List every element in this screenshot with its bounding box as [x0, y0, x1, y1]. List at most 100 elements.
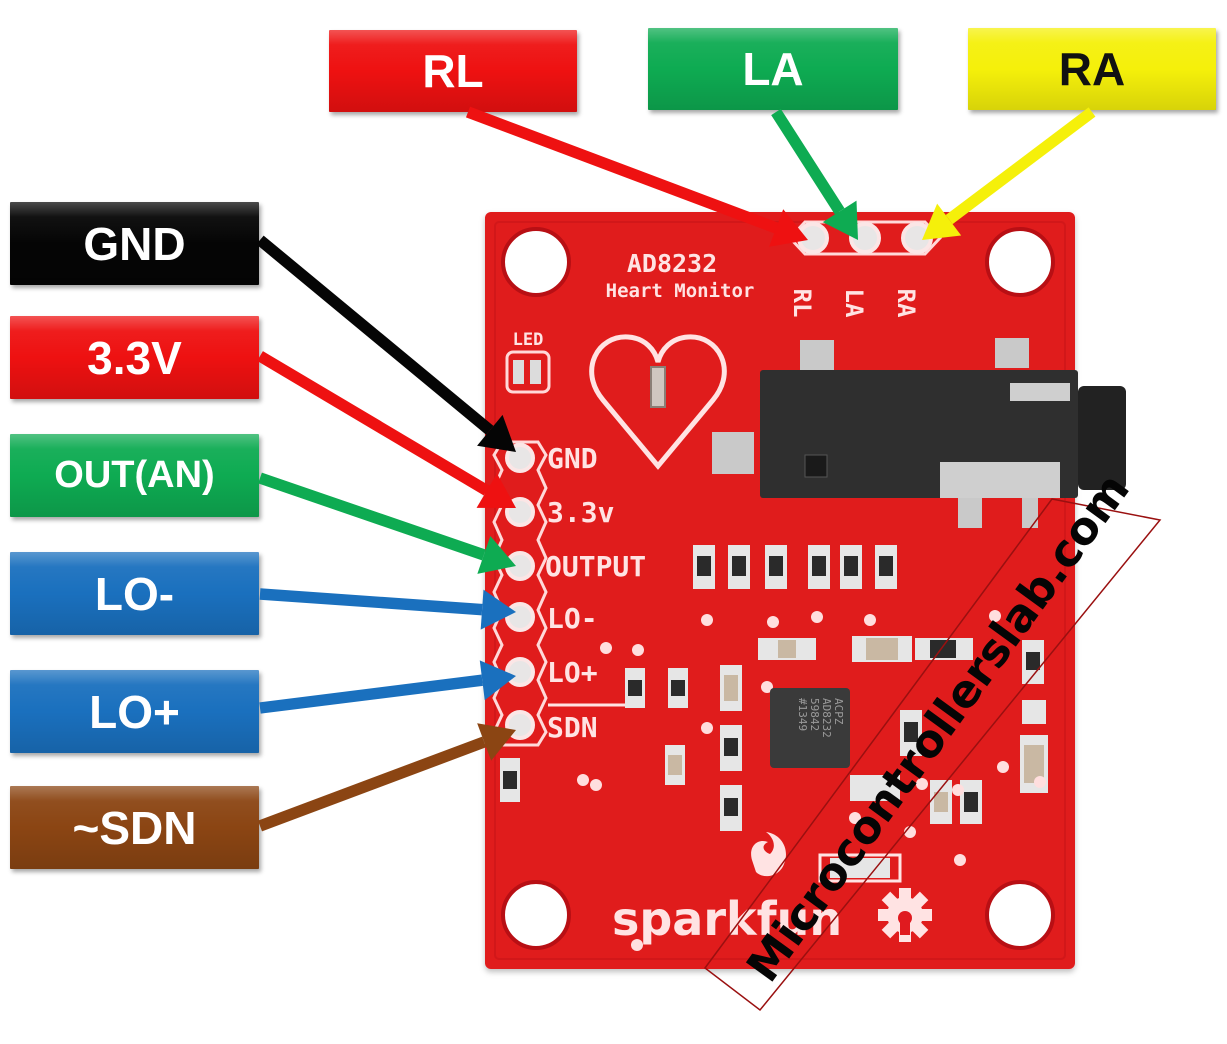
- label-lo-plus-text: LO+: [89, 685, 180, 738]
- arrow-lo-minus-head: [480, 589, 516, 630]
- arrow-ra: [922, 107, 1096, 240]
- arrow-rl-shaft: [465, 106, 779, 234]
- label-rl-text: RL: [422, 45, 484, 97]
- via: [590, 779, 602, 791]
- via: [811, 611, 823, 623]
- led-pad-left: [513, 360, 524, 384]
- mounting-hole-bottom-left: [501, 880, 571, 950]
- label-rl: RL: [329, 30, 577, 112]
- label-gnd: GND: [10, 202, 259, 285]
- mounting-hole-top-left: [501, 227, 571, 297]
- label-lo-minus: LO-: [10, 552, 259, 635]
- via: [954, 854, 966, 866]
- label-gnd-text: GND: [83, 217, 186, 270]
- resistor-body: [697, 556, 711, 576]
- pin-label-gnd: GND: [547, 442, 598, 475]
- via: [761, 681, 773, 693]
- label-lo-minus-text: LO-: [94, 567, 175, 620]
- pin-la: [849, 222, 881, 254]
- heart-outline-icon: [589, 334, 727, 470]
- board-subtitle: Heart Monitor: [606, 280, 755, 302]
- mounting-hole-bottom-right: [985, 880, 1055, 950]
- arrow-3v3-shaft: [257, 351, 490, 496]
- open-hardware-gear-icon: [878, 888, 932, 942]
- arrow-sdn-head: [477, 723, 516, 761]
- via: [952, 784, 964, 796]
- label-la-text: LA: [742, 43, 804, 95]
- via: [701, 614, 713, 626]
- arrow-la: [771, 108, 858, 240]
- label-lo-plus: LO+: [10, 670, 259, 753]
- arrow-gnd-head: [477, 414, 516, 452]
- resistor-body: [812, 556, 826, 576]
- pin-label-ra: RA: [892, 289, 920, 318]
- chip-line-2: AD8232: [820, 698, 833, 738]
- pin-label-3v3: 3.3v: [547, 496, 614, 529]
- board-title: AD8232: [627, 249, 717, 278]
- arrow-output-shaft: [258, 472, 486, 561]
- chip-line-3: 59842: [808, 698, 821, 731]
- via: [997, 761, 1009, 773]
- label-ra-text: RA: [1058, 43, 1126, 95]
- resistor-row: [693, 545, 897, 589]
- via: [849, 812, 861, 824]
- pin-label-la: LA: [840, 289, 868, 318]
- pin-lo-minus: [505, 602, 535, 632]
- smd-components: [500, 636, 1048, 883]
- pin-lo-plus: [505, 657, 535, 687]
- via: [631, 939, 643, 951]
- arrow-output: [258, 472, 516, 574]
- side-pin-header: [492, 440, 548, 747]
- arrow-sdn-shaft: [257, 736, 487, 832]
- arrow-lo-minus: [259, 588, 516, 630]
- ad8232-chip: ACPZ AD8232 59842 #1349: [770, 688, 850, 768]
- arrow-lo-plus: [259, 660, 516, 714]
- audio-jack: [712, 338, 1126, 528]
- arrow-lo-minus-shaft: [259, 588, 483, 616]
- arrow-output-head: [477, 536, 516, 574]
- arrow-ra-shaft: [945, 107, 1096, 225]
- resistor-body: [879, 556, 893, 576]
- pin-label-lo-minus: LO-: [547, 602, 598, 635]
- arrow-rl-head: [769, 209, 808, 247]
- arrow-gnd-shaft: [256, 235, 494, 435]
- arrow-lo-plus-head: [479, 660, 516, 701]
- arrow-3v3-head: [476, 473, 516, 508]
- arrow-lo-plus-shaft: [259, 674, 483, 714]
- heart-led: [650, 366, 666, 408]
- resistor-body: [844, 556, 858, 576]
- label-ra: RA: [968, 28, 1216, 110]
- via: [577, 774, 589, 786]
- vias: [577, 610, 1046, 951]
- chip-line-4: #1349: [796, 698, 809, 731]
- via: [916, 778, 928, 790]
- arrow-la-shaft: [771, 108, 845, 215]
- pin-label-rl: RL: [788, 289, 816, 318]
- via: [632, 644, 644, 656]
- label-3v3-text: 3.3V: [87, 331, 182, 384]
- arrows: [256, 106, 1096, 832]
- via: [864, 614, 876, 626]
- via: [767, 616, 779, 628]
- pin-label-lo-plus: LO+: [547, 656, 598, 689]
- arrow-3v3: [257, 351, 516, 508]
- label-sdn-text: ~SDN: [72, 801, 197, 854]
- top-pin-header: [787, 220, 943, 256]
- arrow-gnd: [256, 235, 516, 452]
- sparkfun-flame-icon: [751, 832, 786, 877]
- label-la: LA: [648, 28, 898, 110]
- led-pad-right: [530, 360, 541, 384]
- arrow-ra-head: [922, 203, 962, 240]
- led-pad-outline: [505, 350, 551, 394]
- via: [701, 722, 713, 734]
- pin-label-sdn: SDN: [547, 711, 598, 744]
- label-3v3: 3.3V: [10, 316, 259, 399]
- via: [600, 642, 612, 654]
- label-out-text: OUT(AN): [54, 454, 215, 496]
- label-out: OUT(AN): [10, 434, 259, 517]
- via: [1034, 776, 1046, 788]
- chip-line-1: ACPZ: [832, 698, 845, 725]
- pin-label-output: OUTPUT: [545, 550, 646, 583]
- resistor-body: [769, 556, 783, 576]
